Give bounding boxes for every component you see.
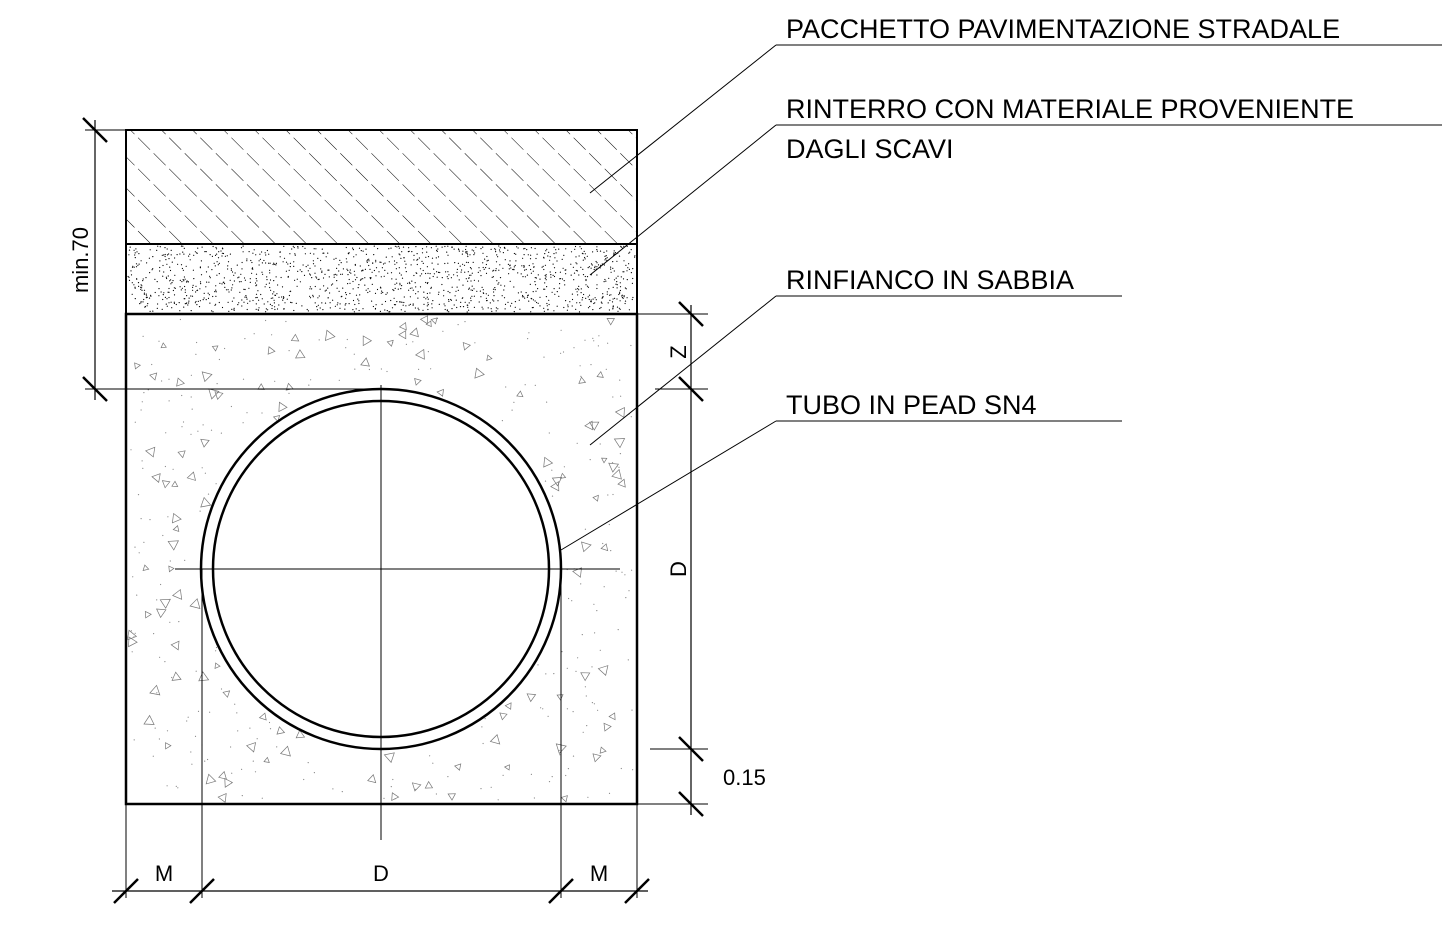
extension-lines xyxy=(85,129,708,898)
pipe-centerlines xyxy=(175,385,620,840)
dim-diameter-vertical-label: D xyxy=(666,561,691,577)
label-sand: RINFIANCO IN SABBIA xyxy=(786,265,1074,295)
paving-layer xyxy=(125,129,638,245)
dim-margin-left-label: M xyxy=(155,861,173,886)
dim-diameter-horizontal-label: D xyxy=(373,861,389,886)
dim-z-label: Z xyxy=(666,345,691,358)
dim-bedding-label: 0.15 xyxy=(723,765,766,790)
backfill-layer xyxy=(125,243,638,315)
leader-lines xyxy=(560,44,1442,551)
label-paving: PACCHETTO PAVIMENTAZIONE STRADALE xyxy=(786,14,1340,44)
label-backfill-line2: DAGLI SCAVI xyxy=(786,134,954,164)
dim-cover-label: min.70 xyxy=(68,227,93,293)
dim-margin-right-label: M xyxy=(590,861,608,886)
dimension-ticks xyxy=(82,117,704,904)
label-pipe: TUBO IN PEAD SN4 xyxy=(786,390,1037,420)
label-backfill-line1: RINTERRO CON MATERIALE PROVENIENTE xyxy=(786,94,1354,124)
